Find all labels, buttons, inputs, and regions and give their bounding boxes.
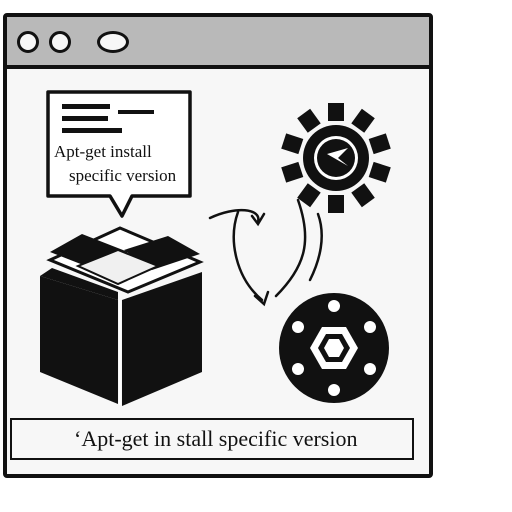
bubble-line-1: Apt-get install [54,142,152,161]
close-button[interactable] [17,31,39,53]
speech-bubble [46,90,192,218]
minimize-button[interactable] [49,31,71,53]
caption-box: ‘Apt-get in stall specific version [10,418,414,460]
cycle-arrows-icon [208,198,323,307]
bubble-text: Apt-get install specific version [44,140,194,188]
hex-nut-gear-icon [279,293,389,403]
open-box-icon [40,226,204,406]
gear-play-icon [281,103,391,213]
title-bar [7,17,429,69]
zoom-button[interactable] [97,31,129,53]
bubble-line-2: specific version [69,166,177,185]
text-lines-icon [62,104,154,133]
